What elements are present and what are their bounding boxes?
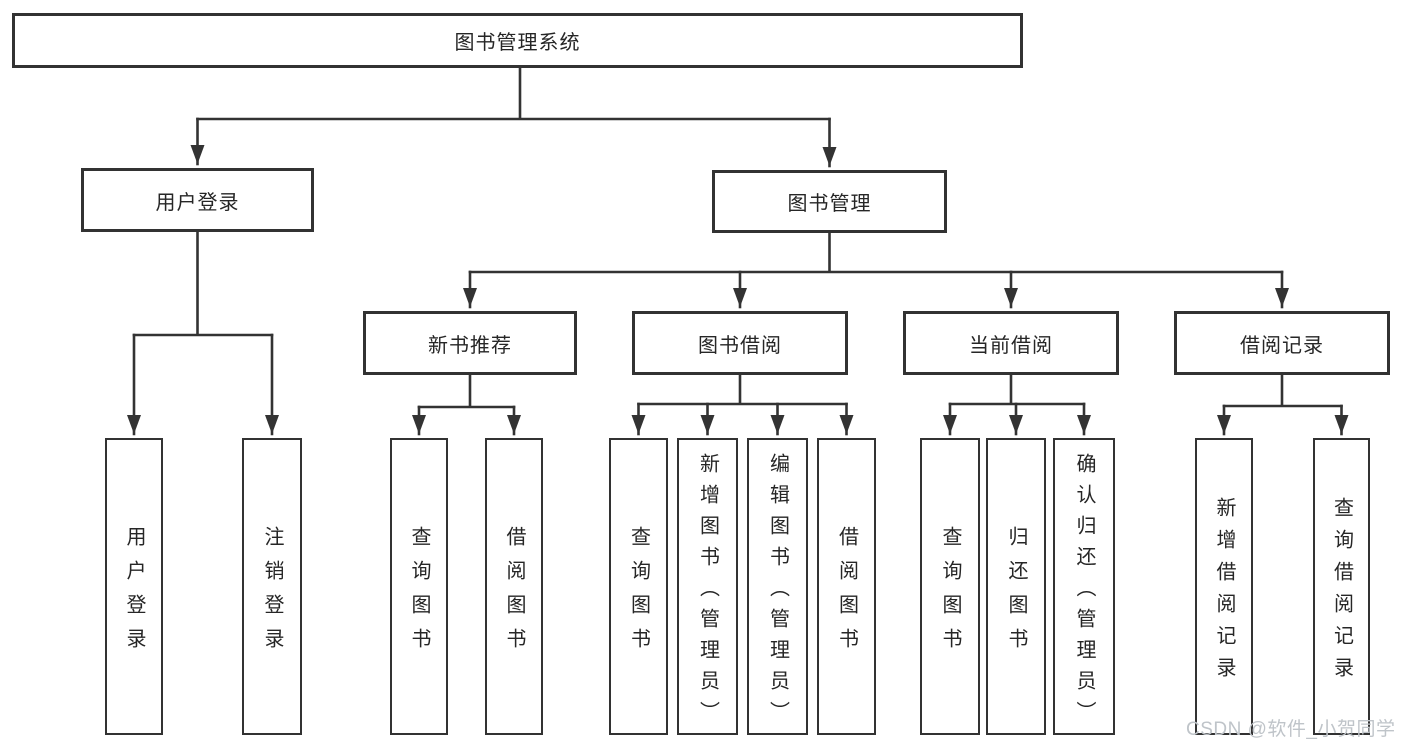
node-user-login-label: 用户登录 bbox=[155, 191, 240, 214]
leaf-add-borrow-record: 新增借阅记录 bbox=[1195, 438, 1253, 735]
node-root-label: 图书管理系统 bbox=[454, 32, 581, 54]
leaf-borrow-books-b-label: 借阅图书 bbox=[835, 525, 858, 662]
leaf-add-borrow-record-label: 新增借阅记录 bbox=[1213, 496, 1235, 689]
node-current-borrow: 当前借阅 bbox=[903, 311, 1119, 375]
leaf-edit-book-label: 编辑图书（管理员） bbox=[766, 452, 789, 732]
wire-new-book-bar bbox=[417, 371, 516, 409]
leaf-query-books-a-label: 查询图书 bbox=[408, 525, 430, 662]
leaf-add-book-label: 新增图书（管理员） bbox=[696, 452, 719, 732]
leaf-return-book-label: 归还图书 bbox=[1005, 525, 1027, 662]
node-book-borrow-label: 图书借阅 bbox=[698, 334, 782, 357]
node-book-management-label: 图书管理 bbox=[787, 193, 872, 215]
leaf-add-book: 新增图书（管理员） bbox=[677, 438, 738, 735]
leaf-return-book: 归还图书 bbox=[986, 438, 1046, 735]
node-current-borrow-label: 当前借阅 bbox=[969, 334, 1053, 357]
leaf-borrow-books-a: 借阅图书 bbox=[485, 438, 543, 735]
node-user-login: 用户登录 bbox=[81, 168, 314, 232]
leaf-edit-book: 编辑图书（管理员） bbox=[747, 438, 808, 735]
leaf-confirm-return: 确认归还（管理员） bbox=[1053, 438, 1115, 735]
wire-current-borrow-bar bbox=[948, 371, 1086, 406]
wire-book-management-bar bbox=[468, 229, 1284, 274]
leaf-query-books-c: 查询图书 bbox=[920, 438, 980, 735]
wire-book-borrow-bar bbox=[637, 371, 848, 406]
leaf-user-login: 用户登录 bbox=[105, 438, 163, 735]
wire-user-login-bar bbox=[132, 228, 274, 337]
leaf-query-borrow-record-label: 查询借阅记录 bbox=[1330, 496, 1353, 689]
node-borrow-record: 借阅记录 bbox=[1174, 311, 1390, 375]
leaf-query-borrow-record: 查询借阅记录 bbox=[1313, 438, 1370, 735]
wire-borrow-record-bar bbox=[1222, 371, 1343, 408]
leaf-logout: 注销登录 bbox=[242, 438, 302, 735]
node-root: 图书管理系统 bbox=[12, 13, 1023, 68]
csdn-watermark: CSDN @软件_小贺同学 bbox=[1186, 719, 1396, 740]
leaf-query-books-b-label: 查询图书 bbox=[627, 525, 650, 662]
node-book-borrow: 图书借阅 bbox=[632, 311, 848, 375]
node-borrow-record-label: 借阅记录 bbox=[1240, 334, 1324, 357]
node-new-book-recommend-label: 新书推荐 bbox=[428, 334, 512, 357]
leaf-logout-label: 注销登录 bbox=[261, 525, 283, 662]
node-book-management: 图书管理 bbox=[712, 170, 947, 233]
leaf-query-books-a: 查询图书 bbox=[390, 438, 448, 735]
leaf-borrow-books-a-label: 借阅图书 bbox=[503, 525, 525, 662]
leaf-query-books-b: 查询图书 bbox=[609, 438, 668, 735]
leaf-query-books-c-label: 查询图书 bbox=[939, 525, 961, 662]
leaf-confirm-return-label: 确认归还（管理员） bbox=[1073, 452, 1095, 732]
leaf-borrow-books-b: 借阅图书 bbox=[817, 438, 876, 735]
wire-root-bar bbox=[196, 64, 831, 121]
leaf-user-login-label: 用户登录 bbox=[123, 525, 145, 662]
node-new-book-recommend: 新书推荐 bbox=[363, 311, 577, 375]
